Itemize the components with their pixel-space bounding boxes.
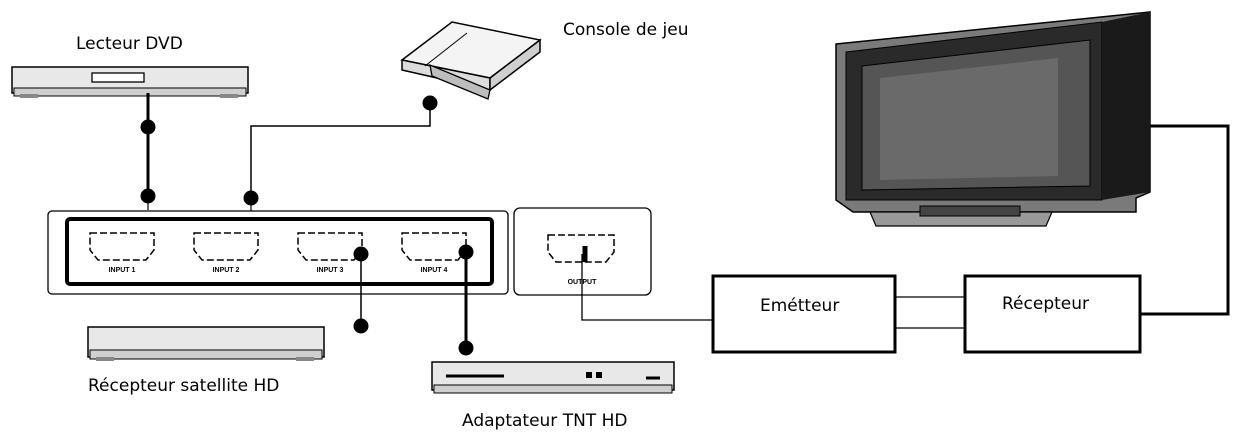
dvd-player-device — [11, 66, 249, 98]
hdmi-switch-body — [47, 210, 509, 295]
tnt-adapter-device — [431, 361, 675, 394]
connection-cables — [140, 93, 1230, 356]
receiver-label: Récepteur — [1002, 294, 1089, 314]
television-device — [835, 11, 1151, 227]
input-port-2-label: INPUT 2 — [213, 267, 240, 274]
input-port-1: INPUT 1 — [89, 232, 155, 274]
input-port-4-label: INPUT 4 — [421, 267, 448, 274]
input-port-3: INPUT 3 — [297, 232, 363, 274]
input-port-3-label: INPUT 3 — [317, 267, 344, 274]
transmitter-box — [711, 274, 897, 354]
transmitter-label: Emétteur — [760, 296, 840, 316]
receiver-box — [963, 274, 1142, 354]
game-console-device — [400, 21, 542, 100]
satellite-receiver-label: Récepteur satellite HD — [88, 376, 280, 396]
tnt-adapter-label: Adaptateur TNT HD — [462, 411, 628, 431]
satellite-receiver-device — [87, 326, 325, 361]
input-port-4: INPUT 4 — [401, 232, 467, 274]
dvd-player-label: Lecteur DVD — [76, 34, 183, 54]
input-port-2: INPUT 2 — [193, 232, 259, 274]
input-port-1-label: INPUT 1 — [109, 267, 136, 274]
game-console-label: Console de jeu — [563, 20, 689, 40]
